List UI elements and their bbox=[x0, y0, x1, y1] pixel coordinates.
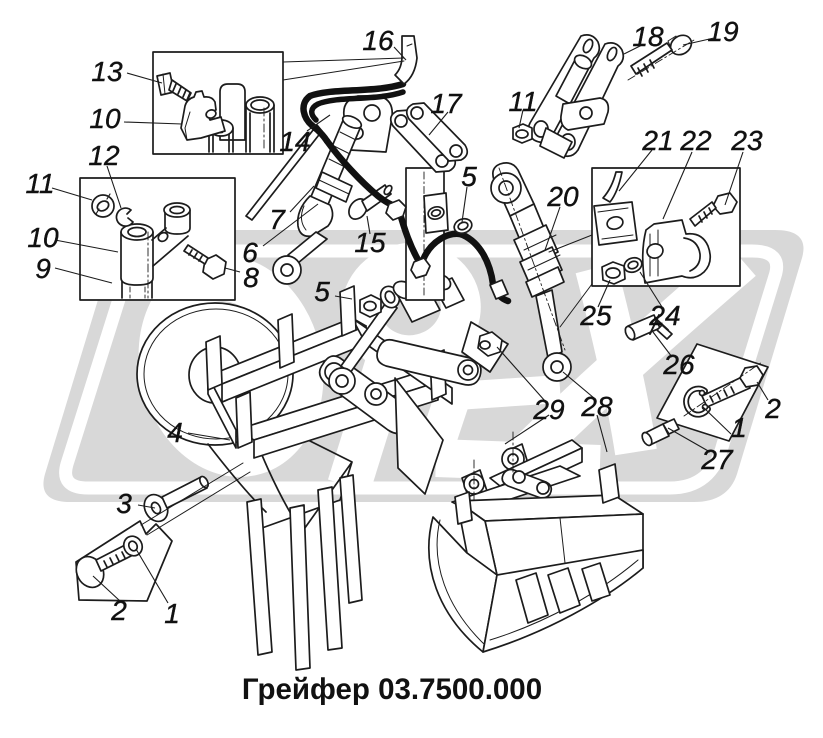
svg-text:11: 11 bbox=[508, 86, 537, 117]
svg-text:6: 6 bbox=[242, 237, 258, 268]
svg-text:23: 23 bbox=[730, 125, 763, 156]
svg-text:13: 13 bbox=[91, 56, 123, 87]
svg-text:7: 7 bbox=[269, 204, 286, 235]
svg-text:15: 15 bbox=[354, 227, 386, 258]
svg-text:26: 26 bbox=[662, 349, 695, 380]
svg-text:1: 1 bbox=[164, 598, 180, 629]
svg-text:11: 11 bbox=[25, 168, 54, 199]
svg-text:16: 16 bbox=[362, 25, 394, 56]
svg-text:25: 25 bbox=[579, 300, 612, 331]
svg-text:24: 24 bbox=[648, 300, 680, 331]
svg-text:20: 20 bbox=[546, 181, 579, 212]
svg-text:5: 5 bbox=[314, 276, 330, 307]
svg-text:1: 1 bbox=[731, 412, 747, 443]
svg-text:9: 9 bbox=[35, 253, 51, 284]
svg-text:22: 22 bbox=[679, 125, 712, 156]
svg-text:18: 18 bbox=[632, 21, 664, 52]
svg-text:2: 2 bbox=[764, 393, 781, 424]
svg-text:3: 3 bbox=[116, 488, 132, 519]
svg-text:17: 17 bbox=[430, 88, 463, 119]
svg-text:27: 27 bbox=[700, 444, 734, 475]
svg-text:14: 14 bbox=[279, 126, 310, 157]
svg-text:21: 21 bbox=[641, 125, 673, 156]
svg-text:29: 29 bbox=[532, 394, 564, 425]
svg-text:10: 10 bbox=[89, 103, 121, 134]
svg-text:19: 19 bbox=[707, 16, 738, 47]
svg-text:10: 10 bbox=[27, 222, 59, 253]
svg-text:2: 2 bbox=[110, 595, 127, 626]
svg-text:Грейфер 03.7500.000: Грейфер 03.7500.000 bbox=[242, 673, 542, 706]
svg-text:8: 8 bbox=[243, 262, 259, 293]
svg-text:4: 4 bbox=[167, 417, 183, 448]
svg-text:5: 5 bbox=[461, 161, 477, 192]
svg-text:12: 12 bbox=[88, 140, 120, 171]
svg-text:28: 28 bbox=[580, 391, 613, 422]
